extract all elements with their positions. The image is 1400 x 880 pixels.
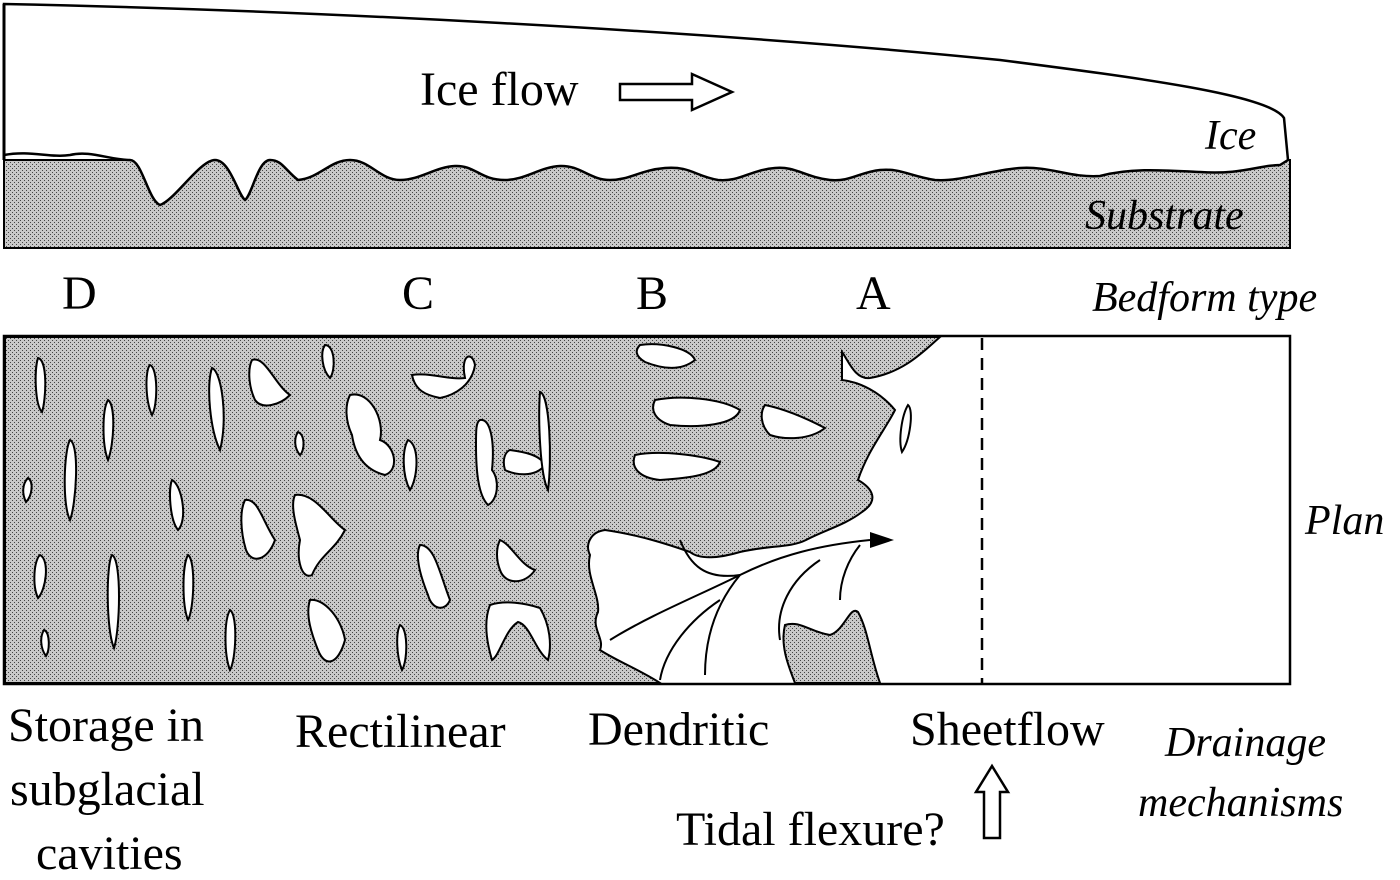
bedform-letter-d: D <box>62 270 97 318</box>
cavity <box>184 555 194 620</box>
bedform-type-label: Bedform type <box>1092 277 1317 319</box>
dendritic-label: Dendritic <box>588 706 769 754</box>
tidal-flexure-arrow-icon <box>976 766 1008 838</box>
bedform-letter-c: C <box>402 270 434 318</box>
substrate-label: Substrate <box>1085 195 1244 237</box>
storage-label-line3: cavities <box>36 830 183 878</box>
cavity <box>108 555 119 648</box>
bedform-letter-a: A <box>856 270 891 318</box>
tidal-flexure-label: Tidal flexure? <box>676 806 945 854</box>
sheetflow-label: Sheetflow <box>910 706 1105 754</box>
ice-flow-label: Ice flow <box>420 66 579 114</box>
ice-label: Ice <box>1205 115 1256 157</box>
drainage-mechanisms-line1: Drainage <box>1165 722 1326 764</box>
storage-label-line1: Storage in <box>8 702 204 750</box>
plan-label: Plan <box>1305 500 1384 542</box>
drainage-mechanisms-line2: mechanisms <box>1138 782 1343 824</box>
storage-label-line2: subglacial <box>10 766 205 814</box>
rectilinear-label: Rectilinear <box>295 708 506 756</box>
cavity <box>226 610 236 670</box>
bedform-letter-b: B <box>636 270 668 318</box>
